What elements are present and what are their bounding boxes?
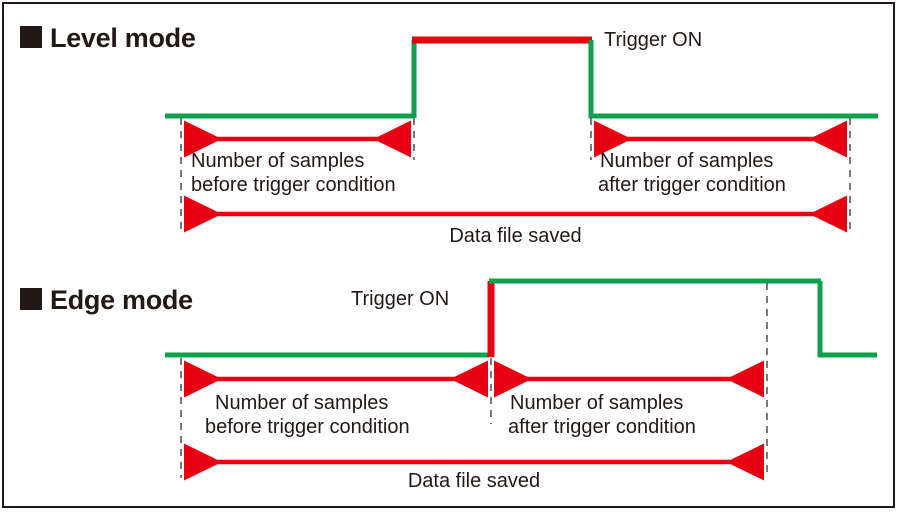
edge-mode-trigger-on-label: Trigger ON xyxy=(351,288,450,310)
edge-mode-before-label-line2: before trigger condition xyxy=(205,416,410,438)
level-mode-before-label-line1: Number of samples xyxy=(191,150,365,172)
edge-mode-after-label-line2: after trigger condition xyxy=(508,416,696,438)
edge-mode-heading: Edge mode xyxy=(50,285,193,315)
level-mode-data-file-saved-label: Data file saved xyxy=(449,225,582,247)
level-mode-heading: Level mode xyxy=(50,23,196,53)
edge-mode-after-label-line1: Number of samples xyxy=(510,392,684,414)
edge-mode-before-label-line1: Number of samples xyxy=(215,392,389,414)
diagram-frame xyxy=(2,2,895,508)
level-mode-trigger-on-label: Trigger ON xyxy=(604,29,703,51)
level-mode-bullet-icon xyxy=(20,26,42,48)
edge-mode-bullet-icon xyxy=(20,288,42,310)
level-mode-after-label-line1: Number of samples xyxy=(600,150,774,172)
level-mode-before-label-line2: before trigger condition xyxy=(191,174,396,196)
edge-mode-data-file-saved-label: Data file saved xyxy=(407,470,541,492)
level-mode-after-label-line2: after trigger condition xyxy=(598,174,786,196)
